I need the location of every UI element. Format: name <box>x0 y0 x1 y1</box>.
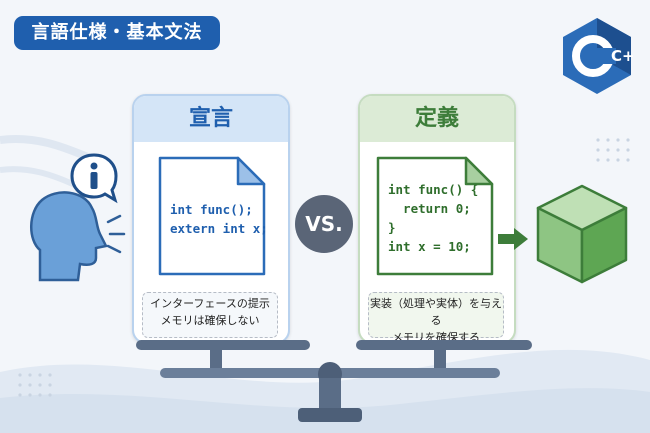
head-icon <box>30 191 126 282</box>
logo-text: C++ <box>611 47 634 65</box>
declaration-panel: 宣言 int func(); extern int x; インターフェースの提示… <box>132 94 290 344</box>
note-line: インターフェースの提示 <box>150 297 270 310</box>
document-icon <box>376 156 494 276</box>
document-icon <box>158 156 266 276</box>
category-tag: 言語仕様・基本文法 <box>14 16 220 50</box>
definition-panel: 定義 int func() { return 0; } int x = 10; … <box>358 94 516 344</box>
declaration-title: 宣言 <box>134 96 288 142</box>
code-line: } <box>388 220 396 235</box>
note-line: メモリを確保する <box>392 331 480 344</box>
code-line: return 0; <box>388 201 471 216</box>
info-icon <box>70 153 118 204</box>
code-line: int func(); <box>170 202 253 217</box>
cpp-logo-icon: C++ <box>563 18 634 94</box>
vs-badge: VS. <box>295 195 353 253</box>
definition-note: 実装（処理や実体）を与える メモリを確保する <box>368 292 504 342</box>
code-line: int func() { <box>388 182 479 197</box>
declaration-note: インターフェースの提示 メモリは確保しない <box>142 292 278 338</box>
declaration-code: int func(); extern int x; <box>170 200 268 238</box>
arrow-right-icon <box>498 228 528 250</box>
note-line: 実装（処理や実体）を与える <box>370 297 502 327</box>
code-line: int x = 10; <box>388 239 471 254</box>
code-line: extern int x; <box>170 221 268 236</box>
definition-code: int func() { return 0; } int x = 10; <box>388 180 478 256</box>
note-line: メモリは確保しない <box>160 314 260 327</box>
cube-icon <box>536 184 628 284</box>
definition-title: 定義 <box>360 96 514 142</box>
balance-scale-icon <box>136 340 532 422</box>
